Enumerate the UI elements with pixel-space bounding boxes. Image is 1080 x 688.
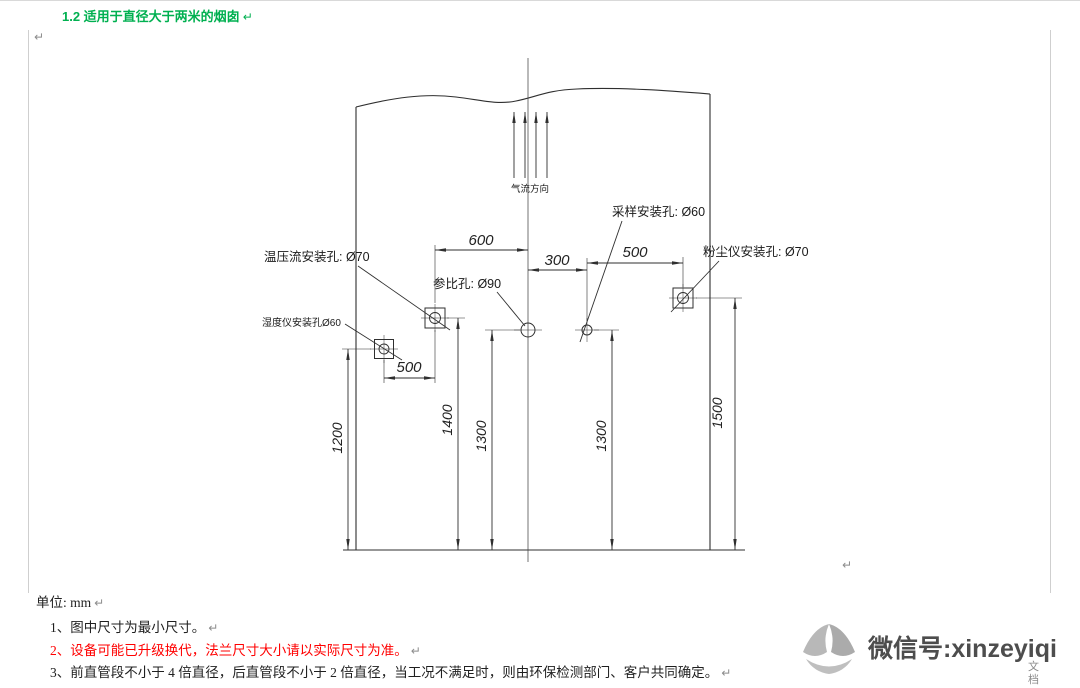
- dim-600-value: 600: [468, 232, 494, 249]
- corner-text: 文档: [1028, 661, 1039, 686]
- paragraph-mark: ↵: [721, 666, 732, 680]
- dim-500-lower-value: 500: [396, 359, 422, 376]
- hole-sampling: [575, 220, 623, 343]
- leader-line: [357, 265, 451, 331]
- chimney-outline: [343, 87, 745, 551]
- paragraph-mark: ↵: [34, 30, 45, 44]
- paragraph-mark: ↵: [410, 644, 421, 658]
- dim-1400-value: 1400: [439, 404, 455, 435]
- section-heading-text: 1.2 适用于直径大于两米的烟囱: [62, 9, 240, 24]
- page-top-border: [0, 0, 1080, 1]
- hole-temp-pressure-flow-label: 温压流安装孔: Ø70: [264, 249, 370, 264]
- leader-line: [579, 220, 623, 343]
- note-2: 2、设备可能已升级换代，法兰尺寸大小请以实际尺寸为准。↵: [50, 639, 421, 659]
- top-dimensions: [434, 245, 684, 321]
- lower-500-dimension: [383, 330, 436, 383]
- vertical-dimensions: [342, 297, 742, 550]
- dim-1300-left-value: 1300: [473, 420, 489, 451]
- airflow-arrows: [512, 112, 549, 178]
- hole-reference: [496, 291, 542, 338]
- hole-dust: [669, 260, 720, 313]
- text-boundary-right: [1050, 30, 1051, 593]
- note-1: 1、图中尺寸为最小尺寸。↵: [50, 616, 218, 636]
- section-heading: 1.2 适用于直径大于两米的烟囱↵: [62, 6, 253, 25]
- hole-reference-label: 参比孔: Ø90: [433, 276, 501, 291]
- paragraph-mark: ↵: [842, 558, 853, 572]
- paragraph-mark: ↵: [208, 621, 219, 635]
- paragraph-mark: ↵: [242, 10, 253, 24]
- chimney-break-line: [355, 87, 711, 108]
- leader-line: [496, 291, 526, 327]
- watermark-logo: [803, 624, 855, 674]
- text-boundary-left: [28, 30, 29, 593]
- hole-humidity: [344, 323, 403, 363]
- paragraph-mark: ↵: [94, 596, 105, 610]
- leader-line: [670, 260, 720, 313]
- dim-500-top-value: 500: [622, 244, 648, 261]
- hole-sampling-label: 采样安装孔: Ø60: [612, 204, 705, 219]
- leader-line: [344, 323, 403, 361]
- note-2-text: 2、设备可能已升级换代，法兰尺寸大小请以实际尺寸为准。: [50, 643, 408, 658]
- unit-text: 单位: mm: [36, 595, 92, 610]
- wechat-id-watermark: 微信号:xinzeyiqi: [868, 635, 1057, 663]
- note-1-text: 1、图中尺寸为最小尺寸。: [50, 620, 206, 635]
- dim-300-value: 300: [544, 252, 570, 269]
- dim-1200-value: 1200: [329, 422, 345, 453]
- unit-line: 单位: mm↵: [36, 591, 104, 611]
- note-3-text: 3、前直管段不小于 4 倍直径，后直管段不小于 2 倍直径，当工况不满足时，则由…: [50, 665, 719, 680]
- hole-humidity-label: 湿度仪安装孔Ø60: [262, 316, 341, 329]
- note-3: 3、前直管段不小于 4 倍直径，后直管段不小于 2 倍直径，当工况不满足时，则由…: [50, 661, 731, 681]
- dim-1300-right-value: 1300: [593, 420, 609, 451]
- dim-1500-value: 1500: [709, 397, 725, 428]
- hole-temp-pressure-flow: [357, 265, 451, 332]
- airflow-label: 气流方向: [511, 183, 549, 195]
- hole-dust-label: 粉尘仪安装孔: Ø70: [703, 244, 809, 259]
